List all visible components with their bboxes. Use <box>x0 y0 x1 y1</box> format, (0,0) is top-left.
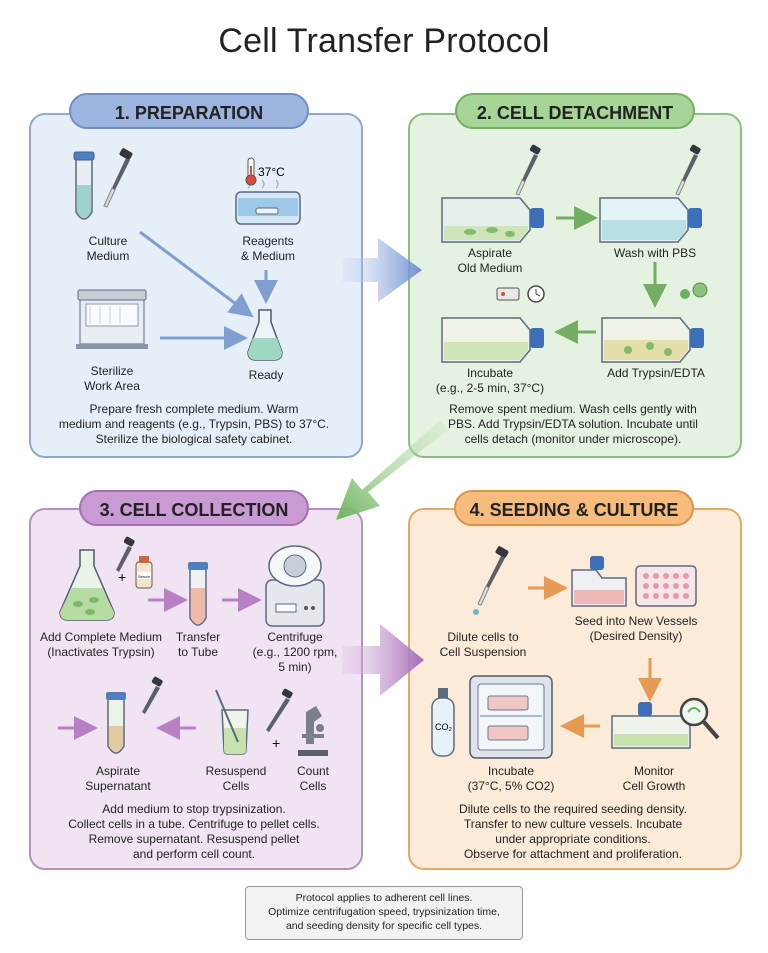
label-seed-new-vessels: Seed into New Vessels (Desired Density) <box>574 614 698 643</box>
resuspend-beaker-icon <box>215 689 249 755</box>
incubator-icon <box>469 675 553 759</box>
label-ready: Ready <box>248 368 284 382</box>
label-wash-pbs: Wash with PBS <box>613 246 697 260</box>
step1-description: Prepare fresh complete medium. Warm medi… <box>58 402 330 446</box>
step4-header: 4. SEEDING & CULTURE <box>454 490 694 526</box>
cell-detached-icon <box>680 282 708 299</box>
arrow-step2-to-step3 <box>336 420 448 520</box>
plus-sign-1: + <box>118 569 126 585</box>
culture-flask-trypsin-icon <box>601 317 704 363</box>
label-dilute-cells: Dilute cells to Cell Suspension <box>439 630 527 659</box>
aspirate-tube-icon <box>106 692 126 754</box>
label-count-cells: Count Cells <box>296 764 330 793</box>
monitor-flask-icon <box>611 702 691 749</box>
step3-description: Add medium to stop trypsinization. Colle… <box>68 802 320 861</box>
centrifuge-icon <box>265 545 325 627</box>
arrow-medium-to-ready <box>139 230 254 318</box>
timer-icon <box>527 285 545 303</box>
label-resuspend-cells: Resuspend Cells <box>205 764 267 793</box>
incubator-mini-icon <box>496 287 520 301</box>
label-transfer-tube: Transfer to Tube <box>175 630 221 659</box>
step2-header: 2. CELL DETACHMENT <box>455 93 695 129</box>
label-sterilize-work-area: Sterilize Work Area <box>84 364 140 393</box>
culture-flask-wash-icon <box>599 197 702 243</box>
step1-header: 1. PREPARATION <box>69 93 309 129</box>
temp-label: 37°C <box>258 165 285 179</box>
pipette-icon-1 <box>103 148 133 208</box>
arrow-step1-to-step2 <box>342 238 422 302</box>
biosafety-cabinet-icon <box>76 289 148 349</box>
flask-icon-ready <box>247 309 283 361</box>
label-reagents-medium: Reagents & Medium <box>240 234 296 263</box>
transfer-tube-icon <box>188 562 208 626</box>
serum-bottle-icon <box>135 556 153 589</box>
cell-detachment-panel <box>408 113 742 458</box>
step3-header: 3. CELL COLLECTION <box>79 490 309 526</box>
label-add-trypsin: Add Trypsin/EDTA <box>607 366 705 380</box>
culture-medium-tube-icon <box>73 151 95 220</box>
page-title: Cell Transfer Protocol <box>218 22 550 60</box>
thermometer-icon <box>245 157 257 186</box>
flask-add-medium-icon <box>59 549 115 621</box>
pipette-icon-6 <box>266 688 293 732</box>
pipette-icon-7 <box>473 546 509 615</box>
pipette-icon-2 <box>515 144 541 196</box>
arrow-step3-to-step4 <box>342 624 424 696</box>
well-plate-icon <box>635 565 697 607</box>
label-culture-medium: Culture Medium <box>86 234 130 263</box>
label-add-complete-medium: Add Complete Medium (Inactivates Trypsin… <box>39 630 163 659</box>
culture-flask-aspirate-icon <box>441 197 544 243</box>
label-monitor-growth: Monitor Cell Growth <box>622 764 686 793</box>
pipette-icon-3 <box>675 144 701 196</box>
culture-flask-incubate-icon <box>441 317 544 363</box>
pipette-icon-5 <box>142 676 163 714</box>
new-flask-icon <box>571 556 627 607</box>
protocol-note: Protocol applies to adherent cell lines.… <box>245 886 523 940</box>
plus-sign-2: + <box>272 735 280 751</box>
step2-description: Remove spent medium. Wash cells gently w… <box>448 402 698 446</box>
step4-description: Dilute cells to the required seeding den… <box>459 802 687 861</box>
microscope-icon <box>298 706 328 756</box>
co2-tank-icon <box>431 688 455 757</box>
water-bath-icon <box>235 179 301 225</box>
label-incubate-detach: Incubate (e.g., 2-5 min, 37°C) <box>435 366 545 395</box>
label-aspirate-old-medium: Aspirate Old Medium <box>457 246 523 275</box>
pipette-icon-4 <box>116 536 135 572</box>
label-centrifuge: Centrifuge (e.g., 1200 rpm, 5 min) <box>252 630 338 674</box>
magnifier-icon <box>679 697 720 740</box>
co2-label: CO₂ <box>435 722 453 732</box>
label-aspirate-supernatant: Aspirate Supernatant <box>85 764 151 793</box>
label-incubate-culture: Incubate (37°C, 5% CO2) <box>467 764 555 793</box>
serum-label: Serum <box>138 574 150 579</box>
